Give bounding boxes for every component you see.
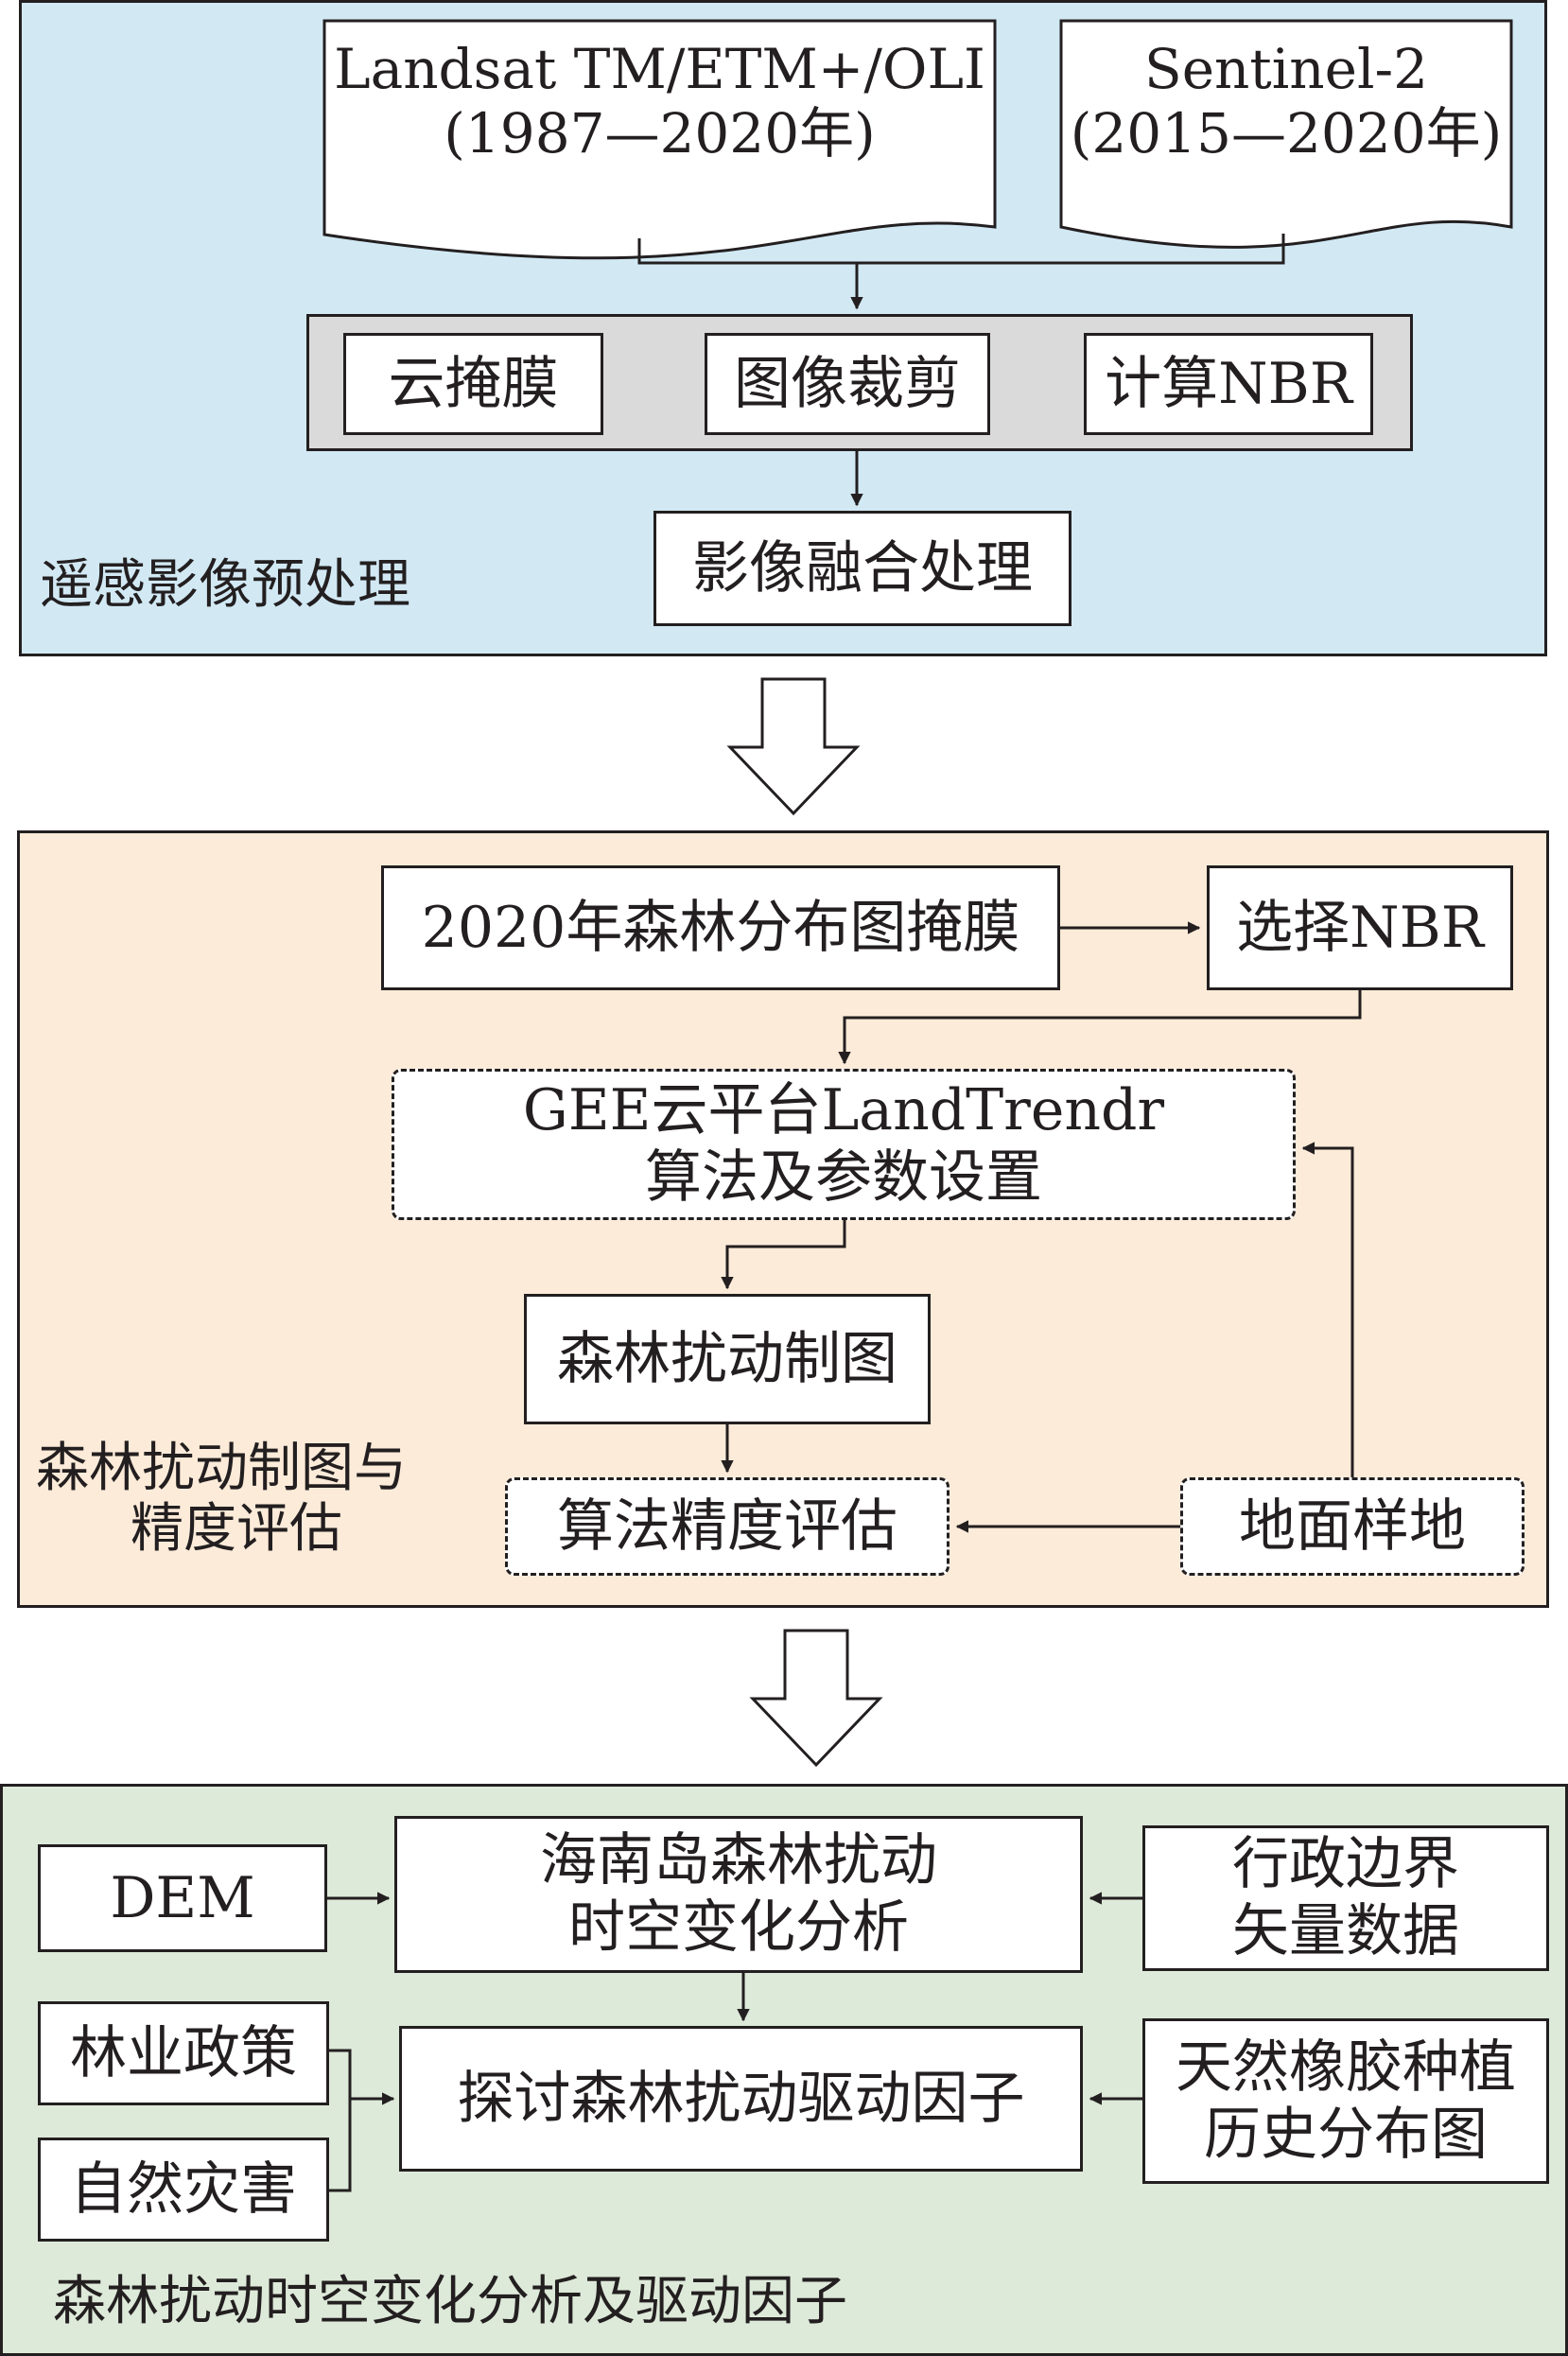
gee-landtrendr-setup: GEE云平台LandTrendr 算法及参数设置 [392, 1069, 1296, 1220]
sentinel-document-shape [1059, 19, 1513, 249]
mapping-section-label: 森林扰动制图与 精度评估 [36, 1438, 407, 1561]
landsat-years: (1987—2020年) [444, 101, 876, 166]
rubber-plantation-map: 天然橡胶种植 历史分布图 [1142, 2018, 1549, 2184]
compute-nbr-step: 计算NBR [1084, 333, 1373, 435]
landsat-title: Landsat TM/ETM+/OLI [334, 36, 985, 101]
plots-to-gee-arrow [1301, 1142, 1354, 1477]
nbr-to-gee-arrow [838, 990, 1362, 1065]
analysis-section-label: 森林扰动时空变化分析及驱动因子 [53, 2271, 847, 2332]
flow-arrow-2 [749, 1629, 883, 1768]
forest-disturbance-mapping: 森林扰动制图 [524, 1294, 931, 1424]
landsat-data-source: Landsat TM/ETM+/OLI (1987—2020年) [324, 30, 995, 172]
select-nbr-step: 选择NBR [1207, 865, 1513, 990]
flow-arrow-1 [726, 677, 861, 816]
preprocess-section-label: 遥感影像预处理 [40, 554, 410, 616]
sentinel-years: (2015—2020年) [1070, 101, 1503, 166]
forestry-policy-factor: 林业政策 [38, 2001, 329, 2105]
sentinel-data-source: Sentinel-2 (2015—2020年) [1061, 30, 1511, 172]
admin-boundary-data: 行政边界 矢量数据 [1142, 1825, 1549, 1971]
natural-disaster-factor: 自然灾害 [38, 2138, 329, 2242]
landsat-document-shape [322, 19, 997, 260]
gee-to-mapping-arrow [721, 1220, 846, 1290]
sentinel-title: Sentinel-2 [1144, 36, 1428, 101]
dem-input: DEM [38, 1844, 327, 1952]
forest-mask-step: 2020年森林分布图掩膜 [381, 865, 1060, 990]
image-fusion-step: 影像融合处理 [653, 511, 1071, 626]
driving-factors-analysis: 探讨森林扰动驱动因子 [399, 2026, 1083, 2172]
ground-sample-plots: 地面样地 [1180, 1477, 1524, 1576]
image-clip-step: 图像裁剪 [705, 333, 990, 435]
landsat-connector [637, 234, 1285, 265]
spatiotemporal-analysis: 海南岛森林扰动 时空变化分析 [394, 1816, 1083, 1973]
cloud-mask-step: 云掩膜 [343, 333, 603, 435]
policy-disaster-bracket [329, 2049, 352, 2192]
accuracy-assessment: 算法精度评估 [505, 1477, 950, 1576]
